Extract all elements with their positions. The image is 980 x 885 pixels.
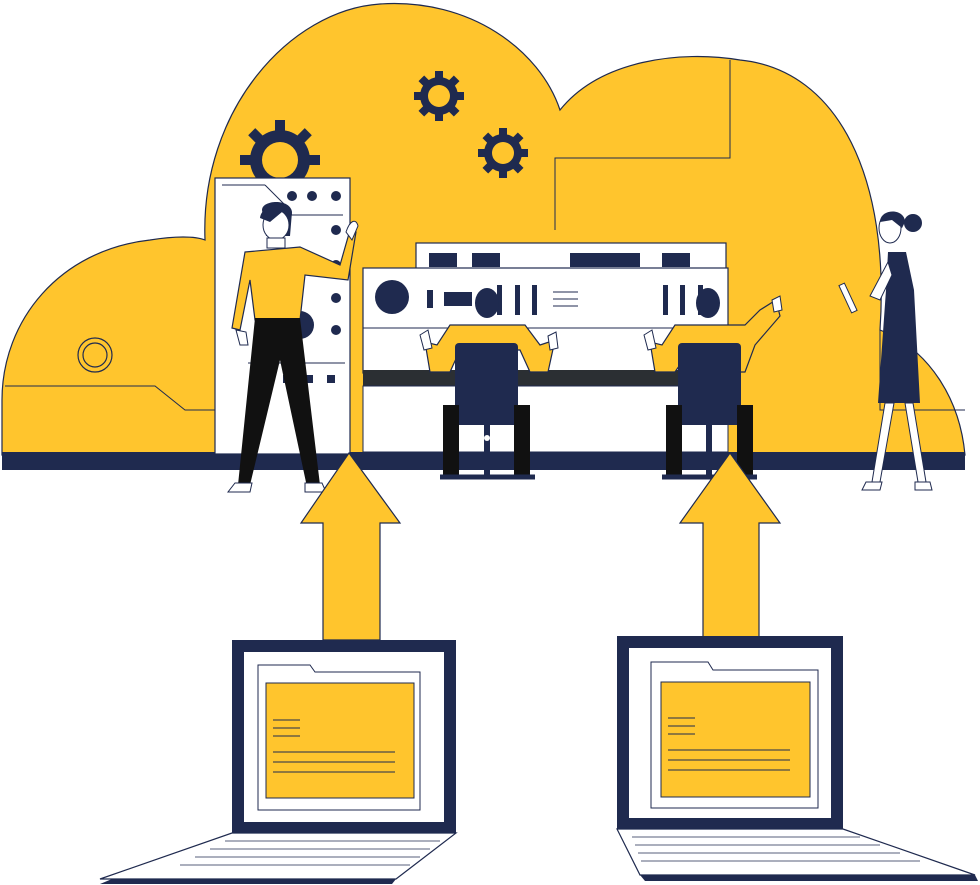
upload-arrow-icon — [678, 451, 782, 641]
seated-operator — [643, 288, 783, 480]
laptop-icon — [99, 640, 458, 884]
document-icon — [265, 682, 415, 799]
cloud-node — [82, 342, 108, 368]
circuit-line — [5, 385, 215, 411]
cloud-node — [77, 337, 113, 373]
document-icon — [660, 681, 811, 798]
gear-icon — [414, 71, 464, 121]
standing-engineer — [226, 202, 359, 493]
gear-icon — [478, 128, 528, 178]
laptop-icon — [616, 636, 978, 881]
cloud-base-band — [2, 452, 965, 470]
seated-operator — [419, 288, 559, 480]
woman-with-tablet — [838, 211, 933, 491]
circuit-line — [554, 60, 731, 230]
circuit-line — [879, 330, 965, 411]
